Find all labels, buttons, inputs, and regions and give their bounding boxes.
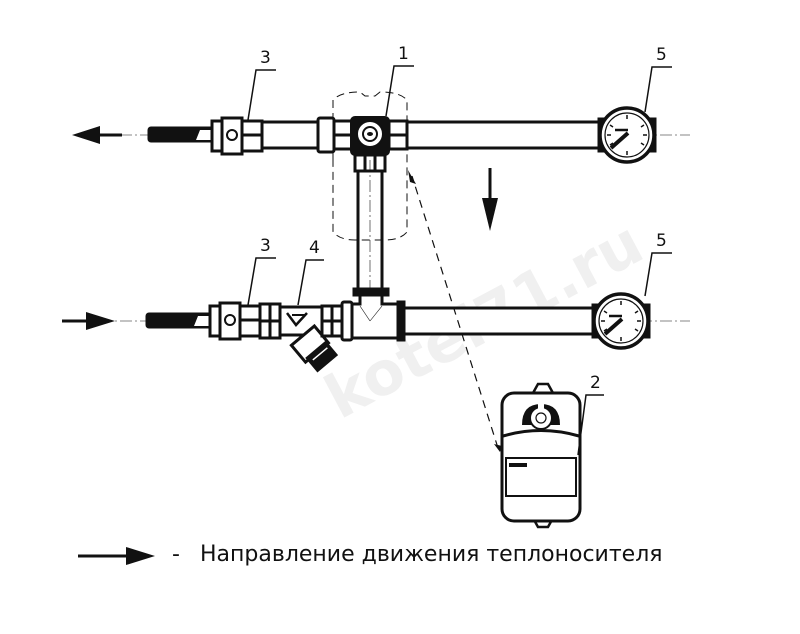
tee-fitting (350, 287, 406, 342)
flow-arrow-out (72, 126, 122, 144)
flow-arrow-in (62, 312, 115, 330)
thermometer-supply (597, 106, 657, 164)
callouts (247, 65, 672, 456)
callout-5-supply: 5 (656, 45, 667, 65)
flow-arrow-down (482, 168, 498, 231)
callout-leader-3a (247, 69, 276, 121)
pipe-segment (260, 120, 322, 150)
callout-1: 1 (398, 44, 409, 64)
legend-text: Направление движения теплоносителя (200, 542, 663, 567)
supply-line (72, 91, 690, 300)
callout-5-return: 5 (656, 231, 667, 251)
three-way-valve (350, 116, 390, 156)
gauge-needle (603, 317, 624, 336)
callout-3-return: 3 (260, 236, 271, 256)
legend-arrow-icon (78, 547, 155, 565)
legend-dash: - (172, 542, 180, 567)
gauge-needle (609, 131, 630, 150)
callout-3-supply: 3 (260, 48, 271, 68)
thermometer-return (591, 292, 651, 350)
ball-valve-supply (210, 116, 264, 156)
actuator-leader (408, 170, 502, 452)
actuator-mount-outline (332, 91, 408, 241)
ball-valve-return (208, 301, 262, 341)
pipe-segment (405, 120, 604, 150)
callout-2: 2 (590, 373, 601, 393)
callout-4: 4 (309, 238, 320, 258)
y-strainer (278, 305, 339, 373)
valve-actuator (500, 382, 582, 529)
return-line (62, 287, 690, 373)
union-fitting (316, 116, 354, 154)
pipe-segment (402, 306, 600, 336)
